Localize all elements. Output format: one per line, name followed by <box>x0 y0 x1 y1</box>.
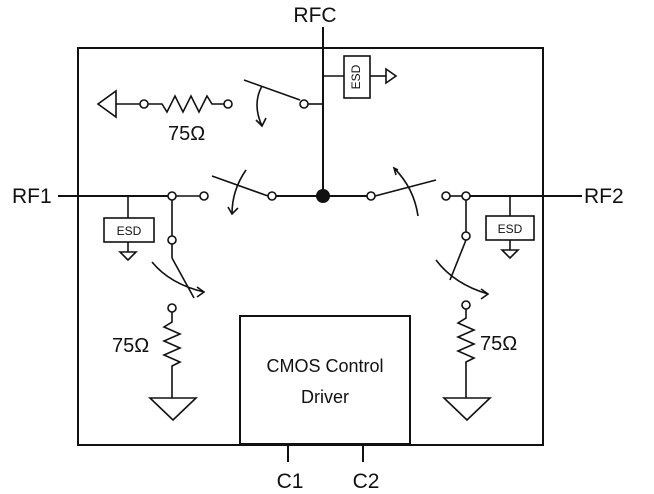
rf1-series-switch <box>211 175 269 197</box>
rf1-shunt-branch <box>148 200 206 422</box>
pin-rfc-label: RFC <box>293 4 336 27</box>
resistor-rf1-label: 75Ω <box>112 335 149 357</box>
pin-c2-label: C2 <box>353 470 380 493</box>
esd-rfc-label: ESD <box>349 64 363 89</box>
esd-rfc: ESD <box>323 55 398 99</box>
resistor-rf2-label: 75Ω <box>480 333 517 355</box>
esd-rf1-label: ESD <box>117 224 142 238</box>
driver-line2: Driver <box>301 387 349 407</box>
junction-node <box>316 189 330 203</box>
pin-c1-label: C1 <box>277 470 304 493</box>
pin-rf1-label: RF1 <box>12 185 52 208</box>
esd-rf2: ESD <box>485 196 535 260</box>
esd-rf1: ESD <box>103 196 155 262</box>
pin-rf2-label: RF2 <box>584 185 624 208</box>
resistor-top-label: 75Ω <box>168 123 205 145</box>
cmos-driver-block <box>239 315 411 445</box>
driver-line1: CMOS Control <box>266 356 383 376</box>
rf2-shunt-branch <box>435 200 492 422</box>
rf2-series-switch <box>374 179 437 197</box>
top-shunt-branch <box>96 79 323 128</box>
esd-rf2-label: ESD <box>498 222 523 236</box>
package-outline <box>77 47 544 446</box>
